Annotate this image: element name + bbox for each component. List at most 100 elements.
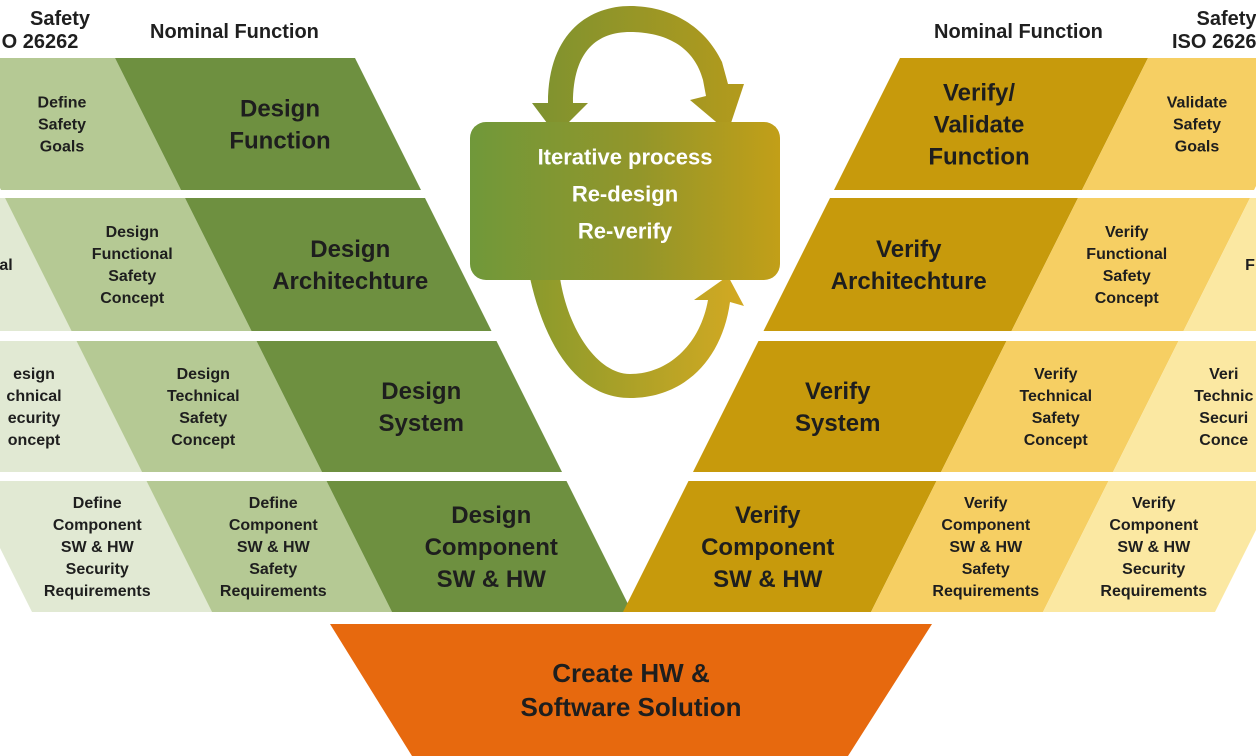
left-main-label-4-line: SW & HW (437, 566, 547, 593)
left-security-label-4-line: Define (73, 495, 122, 512)
left-nominal-header: Nominal Function (150, 21, 319, 44)
left-main-label-1-line: Function (229, 127, 330, 154)
right-safety-label-1-line: Goals (1175, 139, 1220, 156)
left-main-band-2 (185, 198, 492, 331)
left-safety-label-4-line: Component (229, 517, 319, 534)
right-safety-label-3-line: Concept (1024, 432, 1089, 449)
right-safety-band-4 (871, 481, 1109, 612)
left-security-label-3-line: esign (13, 366, 55, 383)
create-solution-label-line: Software Solution (521, 692, 742, 722)
left-safety-label-1-line: Define (38, 95, 87, 112)
left-security-label-2: al (0, 257, 13, 274)
left-security-label-4-line: Requirements (44, 583, 151, 600)
right-security-band-2 (1183, 198, 1256, 331)
left-main-band-3 (256, 341, 562, 472)
right-safety-label-4-line: Component (941, 517, 1031, 534)
v-bands (0, 58, 1256, 612)
right-main-label-4-line: Verify (735, 502, 801, 529)
right-security-label-4-line: Requirements (1100, 583, 1207, 600)
right-security-band-3 (1113, 341, 1256, 472)
right-safety-label-2-line: Concept (1095, 290, 1160, 307)
top-cycle-arrow (532, 6, 744, 135)
right-security-label-2: F (1245, 257, 1255, 274)
right-main-label-1-line: Verify/ (943, 79, 1015, 106)
right-security-label-2-line: F (1245, 257, 1255, 274)
left-main-label-1-line: Design (240, 95, 320, 122)
left-safety-label-4-line: SW & HW (237, 539, 311, 556)
right-main-label-4-line: Component (701, 534, 834, 561)
iteration-arrows (470, 6, 780, 398)
right-main-band-2 (763, 198, 1078, 331)
left-safety-label-4-line: Requirements (220, 583, 327, 600)
right-security-label-3-line: Securi (1199, 410, 1248, 427)
iterative-process-label-line: Iterative process (538, 145, 713, 170)
right-security-label-3-line: Conce (1199, 432, 1248, 449)
right-safety-label-2-line: Safety (1103, 268, 1151, 285)
right-safety-header-line-1: Safety (1196, 8, 1256, 30)
left-main-label-4-line: Component (425, 534, 558, 561)
bottom-solution-trapezoid (330, 624, 932, 756)
left-main-band-4 (326, 481, 632, 612)
right-safety-label-1-line: Validate (1167, 95, 1228, 112)
right-main-label-1-line: Validate (934, 111, 1025, 138)
left-safety-label-2-line: Concept (100, 290, 165, 307)
left-safety-label-3-line: Technical (167, 388, 240, 405)
left-nominal-header-label: Nominal Function (150, 21, 319, 43)
left-safety-label-2-line: Functional (92, 246, 173, 263)
right-safety-label-2-line: Functional (1086, 246, 1167, 263)
right-safety-band-3 (941, 341, 1179, 472)
iterative-process-label-line: Re-design (572, 182, 678, 207)
left-safety-band-2 (5, 198, 252, 331)
right-security-label-3-line: Technic (1194, 388, 1253, 405)
create-solution-label: Create HW &Software Solution (521, 658, 742, 722)
right-safety-label-4-line: SW & HW (949, 539, 1023, 556)
left-security-band-2 (0, 198, 72, 331)
right-main-label-1-line: Function (928, 143, 1029, 170)
right-security-label-3-line: Veri (1209, 366, 1238, 383)
left-safety-label-2-line: Design (106, 224, 159, 241)
right-main-label-4-line: SW & HW (713, 566, 823, 593)
left-security-label-3-line: chnical (6, 388, 61, 405)
right-main-label-3-line: System (795, 410, 880, 437)
left-main-label-3-line: Design (381, 378, 461, 405)
right-nominal-header-label: Nominal Function (934, 21, 1103, 43)
right-security-label-4-line: SW & HW (1117, 539, 1191, 556)
right-security-label-4-line: Security (1122, 561, 1185, 578)
left-safety-label-4-line: Define (249, 495, 298, 512)
left-main-band-1 (115, 58, 421, 190)
left-main-label-3-line: System (379, 410, 464, 437)
right-safety-label-4-line: Requirements (932, 583, 1039, 600)
right-safety-band-1 (1082, 58, 1256, 190)
left-safety-band-3 (76, 341, 322, 472)
left-safety-header-line-1: Safety (30, 8, 91, 30)
left-safety-header-line-2: O 26262 (1, 31, 79, 53)
left-safety-label-3-line: Safety (179, 410, 227, 427)
bottom-cycle-arrow (530, 276, 744, 398)
left-safety-band-1 (0, 58, 181, 190)
right-main-band-3 (693, 341, 1007, 472)
right-safety-label-3-line: Safety (1032, 410, 1080, 427)
left-main-label-2-line: Design (310, 236, 390, 263)
left-security-label-4-line: Component (53, 517, 143, 534)
left-security-label-2-line: al (0, 257, 13, 274)
iterative-process-label-line: Re-verify (578, 219, 673, 244)
left-safety-label-2-line: Safety (108, 268, 156, 285)
left-safety-label-3-line: Concept (171, 432, 236, 449)
right-safety-header: Safety ISO 2626 (1172, 8, 1256, 54)
left-security-label-3-line: ecurity (8, 410, 61, 427)
left-security-label-4-line: SW & HW (61, 539, 135, 556)
